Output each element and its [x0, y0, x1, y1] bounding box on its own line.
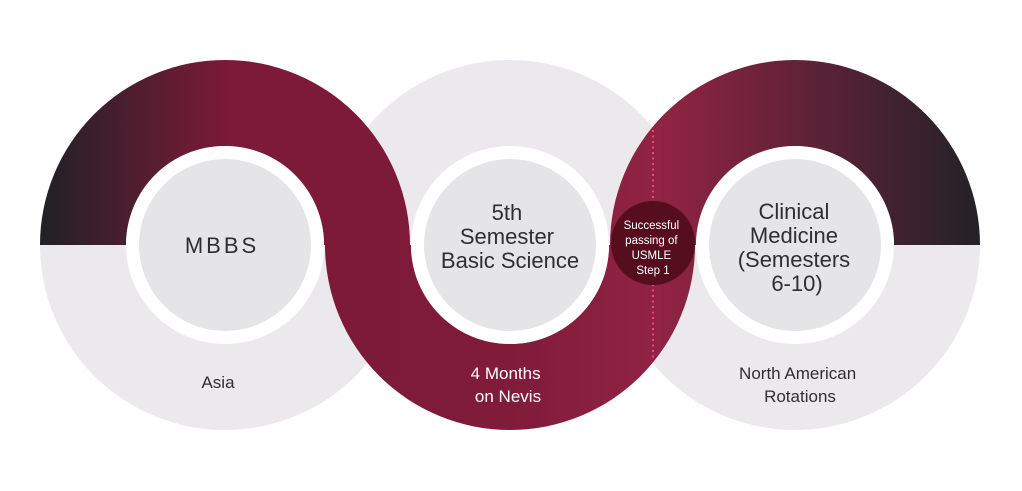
- stage-title-clinical-medicine: Clinical Medicine (Semesters 6-10): [738, 199, 857, 296]
- milestone-line: Successful: [624, 220, 680, 232]
- stage-title-mbbs: MBBS: [185, 233, 259, 258]
- milestone-line: passing of: [625, 235, 678, 247]
- location-line: Rotations: [764, 387, 836, 406]
- stage-title-line: Basic Science: [441, 248, 579, 273]
- pathway-band: [40, 60, 410, 245]
- stage-title-line: (Semesters: [738, 247, 850, 272]
- stage-location-clinical-medicine: North American Rotations: [739, 364, 861, 406]
- stage-location-mbbs: Asia: [201, 373, 235, 392]
- stage-title-line: Clinical: [758, 199, 829, 224]
- stage-title-line: Semester: [460, 224, 554, 249]
- pathway-band-middle: [325, 245, 695, 430]
- milestone-line: Step 1: [636, 265, 669, 277]
- stage-title-line: MBBS: [185, 233, 259, 258]
- stage-title-line: Medicine: [750, 223, 838, 248]
- stage-title-line: 5th: [492, 200, 523, 225]
- location-line: North American: [739, 364, 856, 383]
- inner-disc-mbbs: [139, 159, 311, 331]
- pathway-band-right: [610, 60, 980, 245]
- stage-title-line: 6-10): [771, 271, 822, 296]
- location-line: on Nevis: [475, 387, 541, 406]
- location-line: 4 Months: [471, 364, 541, 383]
- stage-location-basic-science: 4 Months on Nevis: [471, 364, 546, 406]
- milestone-badge: [611, 201, 695, 285]
- milestone-text: Successful passing of USMLE Step 1: [624, 220, 683, 277]
- stage-title-basic-science: 5th Semester Basic Science: [441, 200, 579, 273]
- milestone-line: USMLE: [632, 250, 672, 262]
- inner-disc-basic-science: [424, 159, 596, 331]
- location-line: Asia: [201, 373, 235, 392]
- inner-disc-clinical-medicine: [709, 159, 881, 331]
